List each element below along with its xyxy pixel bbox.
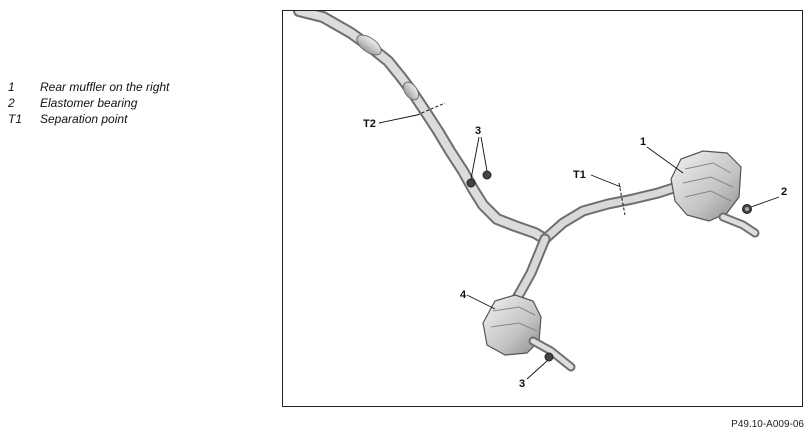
bearing-bottom bbox=[544, 352, 554, 362]
leader-3-bottom bbox=[526, 360, 548, 380]
legend-key: 2 bbox=[8, 96, 15, 110]
legend: 1 Rear muffler on the right 2 Elastomer … bbox=[8, 79, 169, 127]
callout-2: 2 bbox=[781, 186, 787, 198]
elastomer-bearing-right bbox=[742, 204, 752, 214]
separation-mark-t2 bbox=[416, 102, 446, 116]
exhaust-diagram-frame: T2 3 T1 1 2 4 3 bbox=[282, 10, 803, 407]
pipe-right-branch bbox=[539, 179, 689, 245]
legend-item-1: 1 Rear muffler on the right bbox=[8, 79, 169, 95]
callout-4: 4 bbox=[460, 289, 467, 301]
leader-4 bbox=[466, 294, 496, 310]
callout-t2: T2 bbox=[363, 118, 376, 130]
callout-3-bottom: 3 bbox=[519, 378, 525, 390]
leader-3-top-b bbox=[480, 136, 488, 172]
legend-text: Rear muffler on the right bbox=[40, 80, 170, 94]
separation-mark-t1 bbox=[618, 182, 626, 216]
leader-lines bbox=[378, 114, 780, 380]
rear-muffler-left bbox=[482, 294, 576, 372]
legend-key: T1 bbox=[8, 112, 23, 126]
leader-1 bbox=[646, 146, 684, 174]
leader-t1 bbox=[590, 174, 622, 188]
callout-3-top: 3 bbox=[475, 125, 481, 137]
legend-item-2: 2 Elastomer bearing bbox=[8, 95, 169, 111]
leader-2 bbox=[750, 196, 780, 208]
exhaust-pipe bbox=[293, 11, 551, 245]
legend-key: 1 bbox=[8, 80, 15, 94]
legend-text: Separation point bbox=[40, 112, 128, 126]
exhaust-system-illustration: T2 3 T1 1 2 4 3 bbox=[293, 11, 787, 390]
figure-reference: P49.10-A009-06 bbox=[731, 419, 804, 430]
callout-t1: T1 bbox=[573, 169, 586, 181]
pipe-left-branch bbox=[507, 233, 551, 311]
rear-muffler-right bbox=[670, 150, 760, 238]
legend-text: Elastomer bearing bbox=[40, 96, 138, 110]
leader-3-top-a bbox=[470, 136, 480, 180]
callout-1: 1 bbox=[640, 136, 646, 148]
legend-item-t1: T1 Separation point bbox=[8, 111, 169, 127]
leader-t2 bbox=[378, 114, 418, 124]
